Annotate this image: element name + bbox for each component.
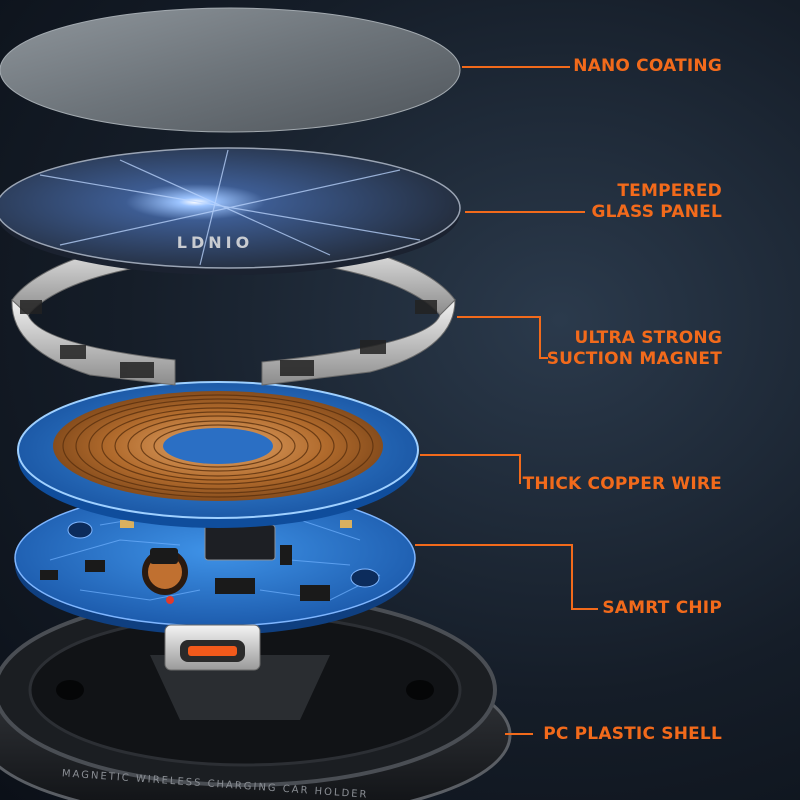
- leader-line-chip: [415, 544, 598, 610]
- callout-smart-chip: SAMRT CHIP: [602, 598, 722, 619]
- callout-tempered-glass-panel: TEMPERED GLASS PANEL: [591, 181, 722, 223]
- callout-ultra-strong-suction-magnet: ULTRA STRONG SUCTION MAGNET: [547, 328, 722, 370]
- brand-logo: LDNIO: [177, 233, 253, 252]
- callout-thick-copper-wire: THICK COPPER WIRE: [523, 474, 722, 495]
- callout-line: ULTRA STRONG: [574, 328, 722, 348]
- smart-chip-board: [14, 489, 416, 671]
- callout-pc-plastic-shell: PC PLASTIC SHELL: [543, 724, 722, 745]
- leader-line-magnet: [457, 316, 548, 359]
- usb-c-port: [164, 624, 261, 671]
- microcontroller-chip: [204, 524, 276, 561]
- callout-line: PC PLASTIC SHELL: [543, 724, 722, 744]
- callout-line: SUCTION MAGNET: [546, 349, 722, 369]
- callout-line: GLASS PANEL: [591, 202, 722, 222]
- callout-line: THICK COPPER WIRE: [522, 474, 722, 494]
- nano-coating-layer: [0, 7, 461, 133]
- leader-line-copper: [420, 454, 521, 484]
- callout-line: SAMRT CHIP: [602, 598, 722, 618]
- copper-coil: [17, 381, 419, 528]
- tempered-glass-panel: LDNIO: [0, 147, 461, 275]
- callout-nano-coating: NANO COATING: [573, 56, 722, 77]
- callout-line: TEMPERED: [617, 181, 722, 201]
- callout-line: NANO COATING: [573, 56, 722, 76]
- leader-lines: [415, 66, 598, 735]
- pc-plastic-shell: MAGNETIC WIRELESS CHARGING CAR HOLDER: [0, 593, 512, 800]
